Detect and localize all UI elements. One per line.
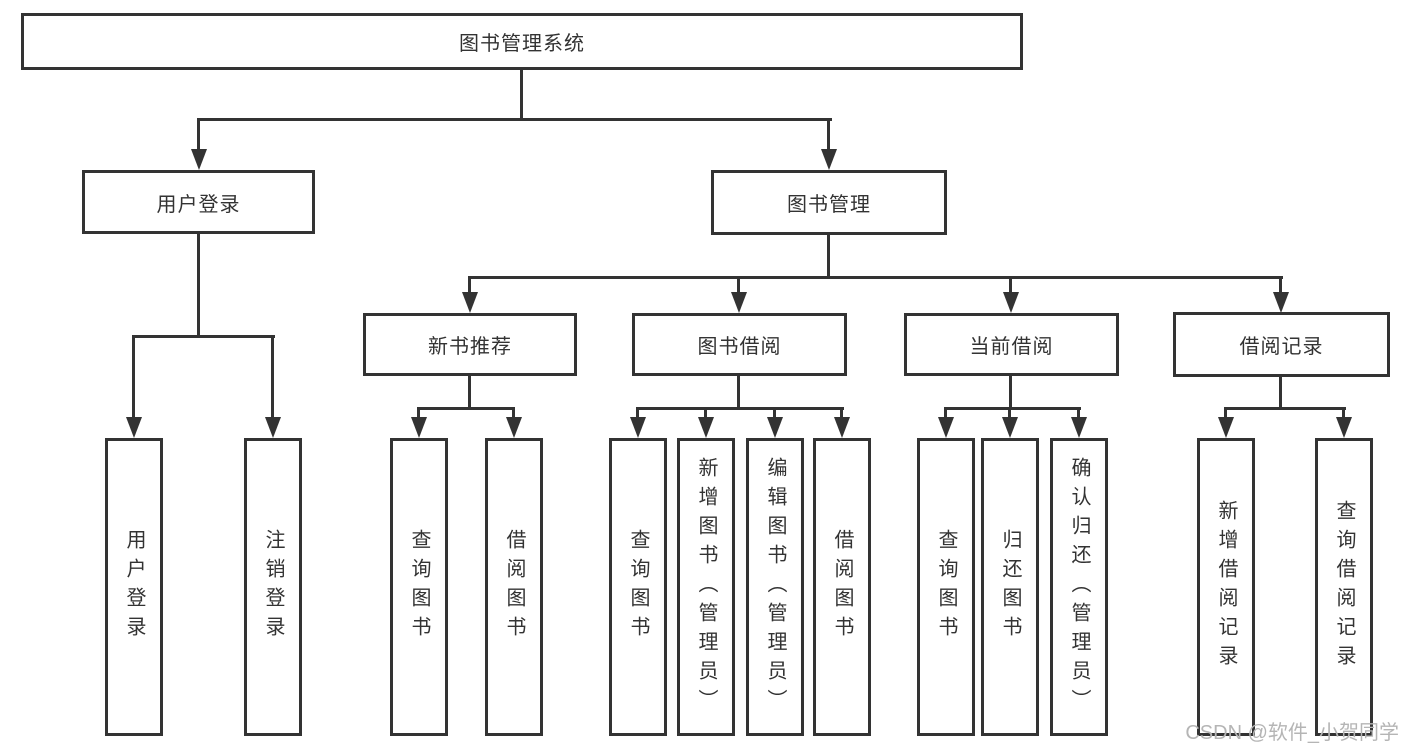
node-user-login: 用户登录 bbox=[82, 170, 315, 234]
connector-line bbox=[1342, 407, 1345, 420]
node-label: 新书推荐 bbox=[428, 336, 512, 358]
node-label: 确认归还（管理员） bbox=[1068, 456, 1090, 718]
leaf-borrow-books-recommend: 借阅图书 bbox=[485, 438, 543, 736]
arrowhead-down-icon bbox=[1218, 417, 1234, 438]
connector-line bbox=[1009, 276, 1012, 295]
connector-line bbox=[197, 118, 200, 152]
node-label: 查询图书 bbox=[408, 529, 430, 645]
leaf-add-book-admin: 新增图书（管理员） bbox=[677, 438, 735, 736]
node-new-book-recommendation: 新书推荐 bbox=[363, 313, 577, 376]
connector-line bbox=[1224, 407, 1227, 420]
node-label: 归还图书 bbox=[999, 529, 1021, 645]
connector-line bbox=[417, 407, 515, 410]
arrowhead-down-icon bbox=[1071, 417, 1087, 438]
arrowhead-down-icon bbox=[191, 149, 207, 170]
connector-line bbox=[1279, 377, 1282, 407]
arrowhead-down-icon bbox=[767, 417, 783, 438]
node-label: 当前借阅 bbox=[969, 336, 1054, 358]
connector-line bbox=[468, 276, 471, 295]
arrowhead-down-icon bbox=[506, 417, 522, 438]
node-label: 查询图书 bbox=[935, 529, 957, 645]
node-label: 用户登录 bbox=[156, 193, 241, 216]
connector-line bbox=[1008, 407, 1011, 420]
node-label: 查询图书 bbox=[627, 529, 649, 645]
connector-line bbox=[827, 235, 830, 276]
connector-line bbox=[198, 118, 832, 121]
connector-line bbox=[520, 70, 523, 118]
node-label: 借阅图书 bbox=[831, 529, 853, 645]
connector-line bbox=[737, 376, 740, 407]
leaf-query-books-current: 查询图书 bbox=[917, 438, 975, 736]
connector-line bbox=[512, 407, 515, 420]
connector-line bbox=[704, 407, 707, 420]
connector-line bbox=[417, 407, 420, 420]
node-label: 用户登录 bbox=[123, 529, 145, 645]
arrowhead-down-icon bbox=[411, 417, 427, 438]
node-borrowing-records: 借阅记录 bbox=[1173, 312, 1390, 377]
arrowhead-down-icon bbox=[462, 292, 478, 313]
node-label: 图书借阅 bbox=[697, 336, 782, 358]
node-label: 新增借阅记录 bbox=[1215, 500, 1237, 674]
connector-line bbox=[636, 407, 844, 410]
node-label: 查询借阅记录 bbox=[1333, 500, 1355, 674]
leaf-logout: 注销登录 bbox=[244, 438, 302, 736]
connector-line bbox=[1224, 407, 1346, 410]
leaf-add-borrow-record: 新增借阅记录 bbox=[1197, 438, 1255, 736]
connector-line bbox=[1279, 276, 1282, 295]
leaf-return-book: 归还图书 bbox=[981, 438, 1039, 736]
node-current-borrowing: 当前借阅 bbox=[904, 313, 1119, 376]
node-label: 注销登录 bbox=[262, 529, 284, 645]
connector-line bbox=[827, 118, 830, 152]
connector-line bbox=[469, 276, 1283, 279]
connector-line bbox=[944, 407, 947, 420]
arrowhead-down-icon bbox=[630, 417, 646, 438]
connector-line bbox=[737, 276, 740, 295]
leaf-confirm-return-admin: 确认归还（管理员） bbox=[1050, 438, 1108, 736]
leaf-query-books-borrow: 查询图书 bbox=[609, 438, 667, 736]
arrowhead-down-icon bbox=[1003, 292, 1019, 313]
leaf-query-borrow-record: 查询借阅记录 bbox=[1315, 438, 1373, 736]
arrowhead-down-icon bbox=[731, 292, 747, 313]
connector-line bbox=[773, 407, 776, 420]
connector-line bbox=[271, 335, 274, 420]
connector-line bbox=[468, 376, 471, 407]
node-label: 编辑图书（管理员） bbox=[764, 456, 786, 718]
watermark: CSDN @软件_小贺同学 bbox=[1185, 722, 1399, 744]
connector-line bbox=[1009, 376, 1012, 407]
arrowhead-down-icon bbox=[1336, 417, 1352, 438]
node-label: 借阅图书 bbox=[503, 529, 525, 645]
leaf-user-login: 用户登录 bbox=[105, 438, 163, 736]
connector-line bbox=[944, 407, 1081, 410]
connector-line bbox=[636, 407, 639, 420]
arrowhead-down-icon bbox=[821, 149, 837, 170]
connector-line bbox=[197, 234, 200, 335]
node-library-management-system: 图书管理系统 bbox=[21, 13, 1023, 70]
node-book-management: 图书管理 bbox=[711, 170, 947, 235]
arrowhead-down-icon bbox=[834, 417, 850, 438]
arrowhead-down-icon bbox=[1273, 292, 1289, 313]
connector-line bbox=[133, 335, 275, 338]
arrowhead-down-icon bbox=[126, 417, 142, 438]
arrowhead-down-icon bbox=[1002, 417, 1018, 438]
arrowhead-down-icon bbox=[698, 417, 714, 438]
leaf-borrow-book: 借阅图书 bbox=[813, 438, 871, 736]
connector-line bbox=[840, 407, 843, 420]
connector-line bbox=[1077, 407, 1080, 420]
arrowhead-down-icon bbox=[938, 417, 954, 438]
node-label: 图书管理 bbox=[787, 194, 871, 216]
node-label: 借阅记录 bbox=[1239, 336, 1324, 358]
leaf-edit-book-admin: 编辑图书（管理员） bbox=[746, 438, 804, 736]
node-label: 图书管理系统 bbox=[459, 33, 585, 55]
connector-line bbox=[132, 335, 135, 420]
leaf-query-books-recommend: 查询图书 bbox=[390, 438, 448, 736]
node-label: 新增图书（管理员） bbox=[695, 456, 717, 718]
arrowhead-down-icon bbox=[265, 417, 281, 438]
node-book-borrowing: 图书借阅 bbox=[632, 313, 847, 376]
